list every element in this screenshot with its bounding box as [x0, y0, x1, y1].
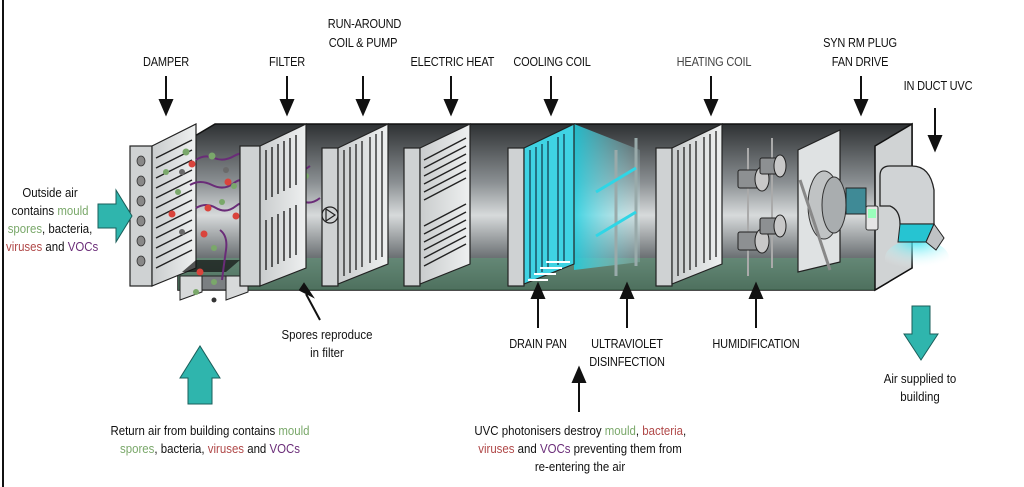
damper-section [129, 123, 197, 287]
label-run-around-line2: COIL & PUMP [328, 36, 398, 50]
label-heating-coil: HEATING COIL [676, 55, 752, 69]
uv-light-beam [574, 124, 640, 270]
in-duct-uvc [879, 165, 949, 276]
outside-air-note-line3: spores, bacteria, [7, 221, 93, 236]
label-in-duct-uvc: IN DUCT UVC [903, 79, 973, 93]
label-electric-heat: ELECTRIC HEAT [410, 55, 495, 69]
label-cooling-coil: COOLING COIL [513, 55, 591, 69]
uvc-note-line3: re-entering the air [534, 459, 626, 474]
label-air-supplied-line2: building [900, 389, 940, 404]
return-air-note-line1: Return air from building contains mould [110, 423, 310, 438]
outside-air-arrow [97, 188, 133, 244]
left-border-line [2, 0, 4, 487]
uvc-note-line1: UVC photonisers destroy mould, bacteria, [474, 423, 687, 438]
filter-section [239, 123, 307, 287]
bottom-pointer-arrows [298, 281, 764, 412]
label-uv-line2: DISINFECTION [589, 355, 665, 369]
label-damper: DAMPER [142, 55, 190, 69]
uv-lamps [614, 138, 638, 276]
label-spores-line1: Spores reproduce [281, 327, 373, 342]
label-run-around-line1: RUN-AROUND [327, 17, 402, 31]
label-filter: FILTER [268, 55, 306, 69]
drain-pan-slats [528, 261, 570, 281]
uvc-note-line2: viruses and VOCs preventing them from [478, 441, 682, 456]
outside-air-note-line1: Outside air [22, 185, 78, 200]
return-air-note-line2: spores, bacteria, viruses and VOCs [120, 441, 300, 456]
electric-heat-section [403, 123, 471, 287]
top-pointer-arrows [158, 76, 943, 153]
return-air-arrow [179, 345, 221, 405]
teal-flow-arrows [97, 188, 939, 405]
fan-drive-section [797, 129, 879, 273]
heating-coil-section [655, 123, 723, 287]
label-fan-line2: FAN DRIVE [831, 55, 889, 69]
supply-air-arrow [903, 305, 939, 361]
humidifiers [737, 138, 787, 276]
outside-air-note-line4: viruses and VOCs [6, 239, 99, 254]
label-humidification: HUMIDIFICATION [712, 337, 800, 351]
label-drain-pan: DRAIN PAN [509, 337, 567, 351]
run-around-coil-section [321, 123, 389, 287]
label-spores-line2: in filter [310, 345, 344, 360]
outside-air-note-line2: contains mould [11, 203, 89, 218]
label-uv-line1: ULTRAVIOLET [591, 337, 663, 351]
cooling-coil-section [507, 123, 640, 287]
label-fan-line1: SYN RM PLUG [823, 36, 897, 50]
label-air-supplied-line1: Air supplied to [883, 371, 957, 386]
